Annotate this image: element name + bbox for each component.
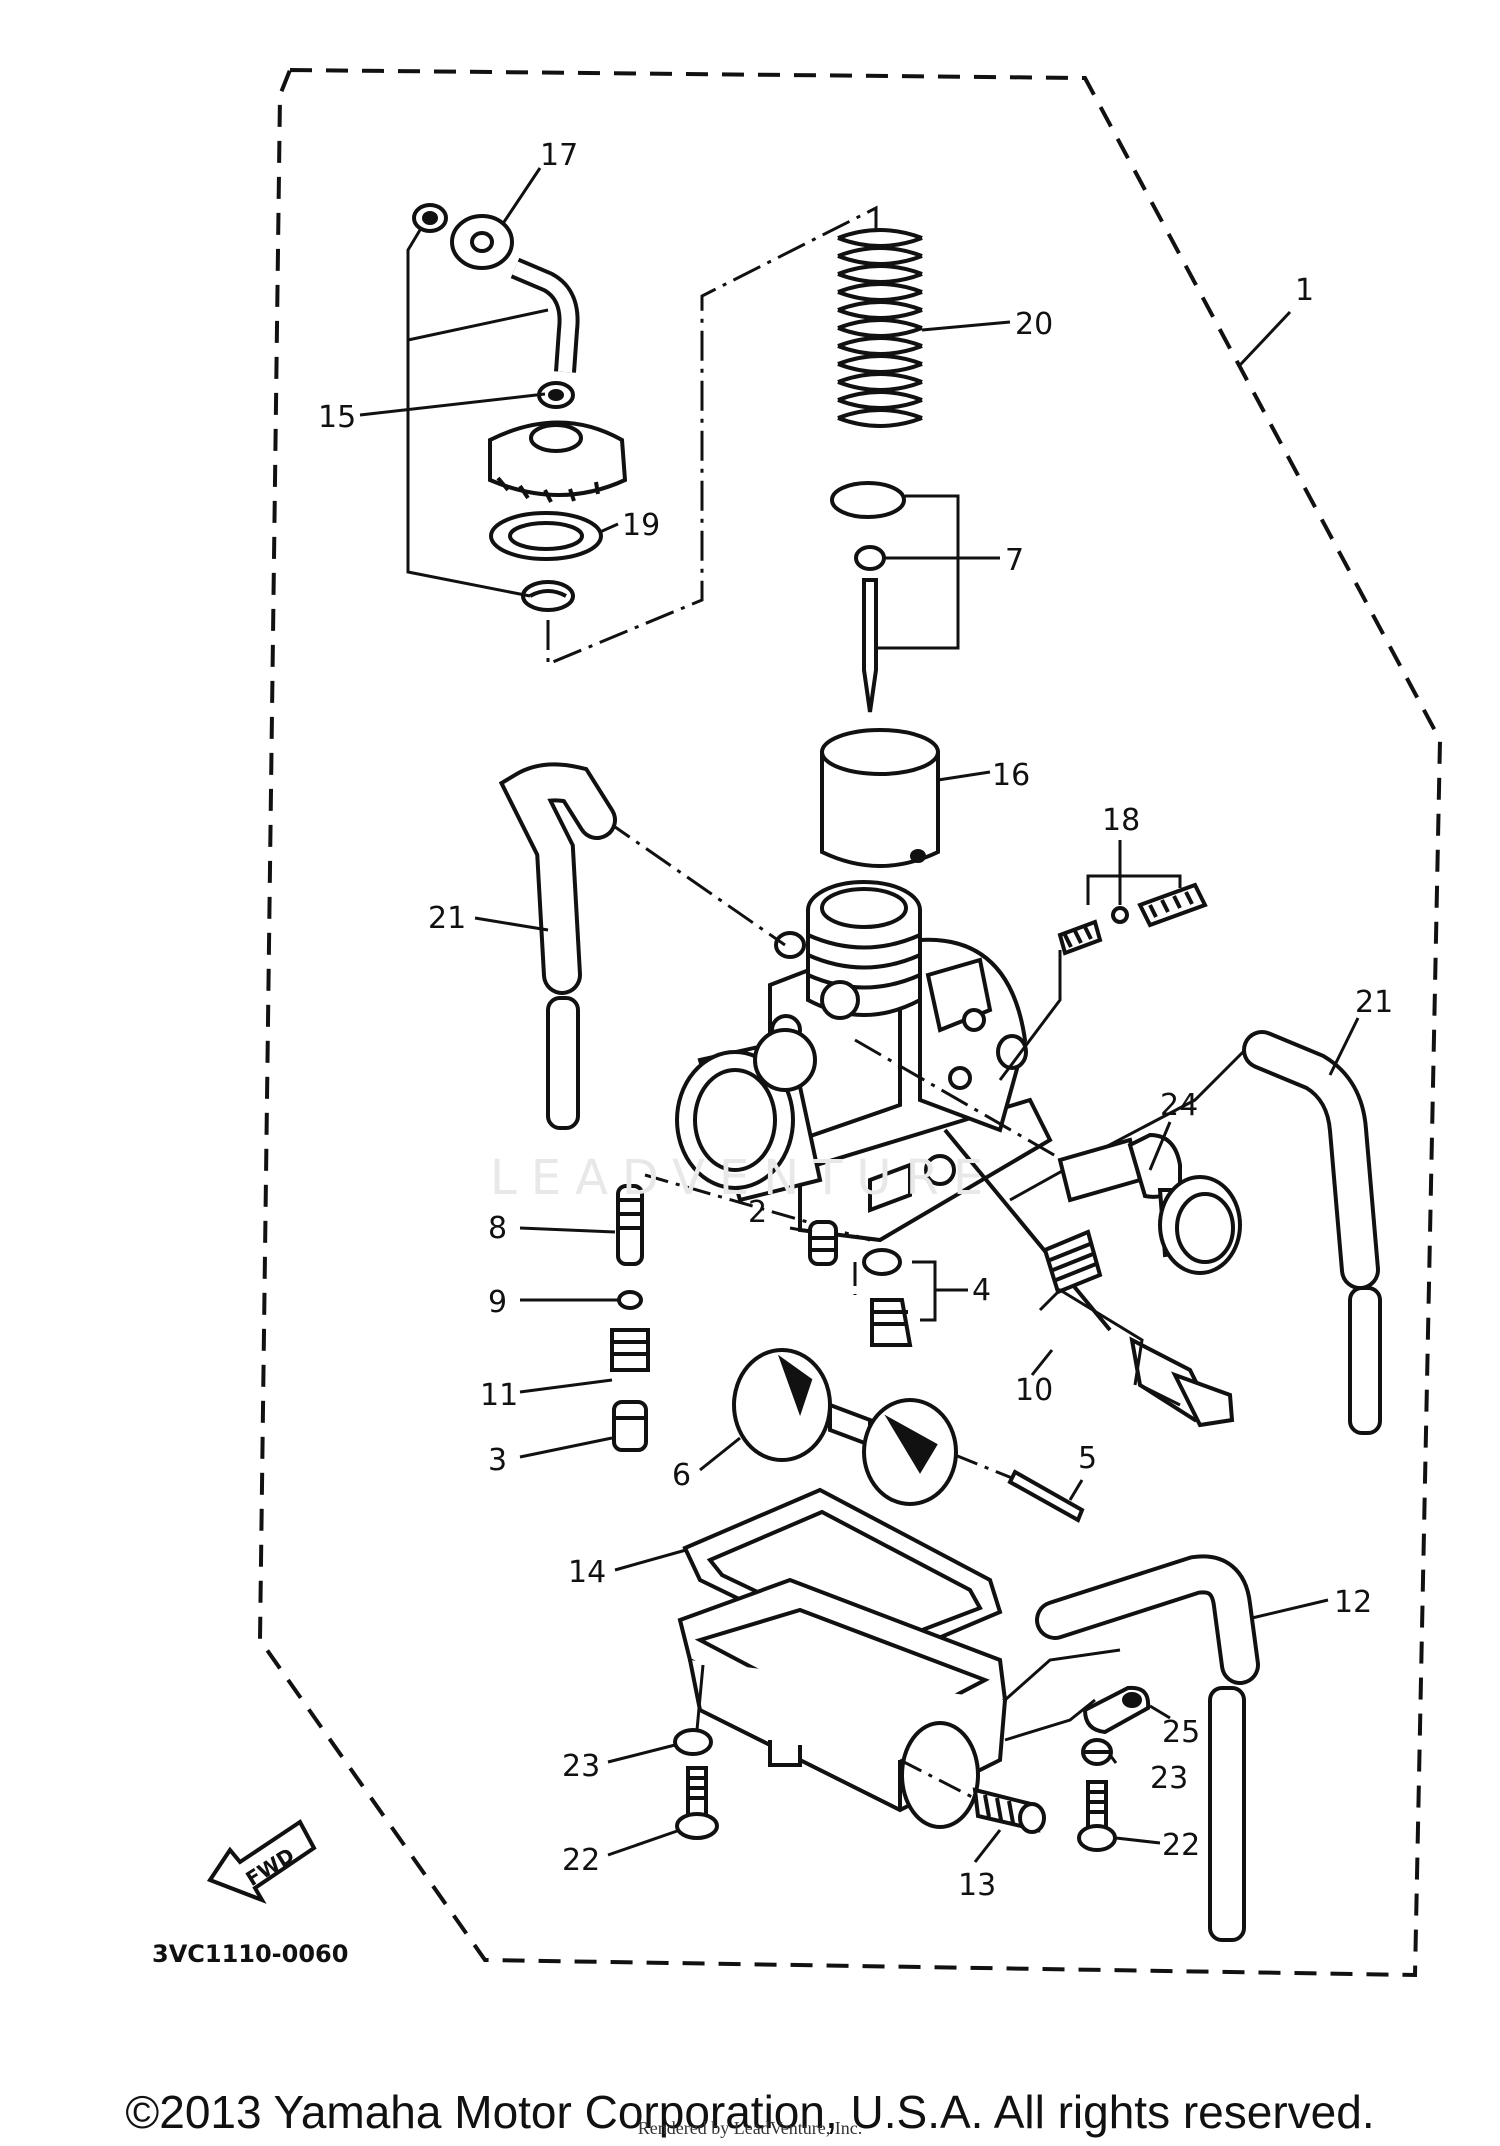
part-2-screw — [808, 1220, 838, 1266]
callout-1: 1 — [1295, 273, 1314, 308]
part-10-needle-jet — [1042, 1229, 1235, 1428]
leader-lines — [359, 167, 1360, 1863]
part-6-float — [732, 1348, 958, 1506]
part-3-pilot-jet — [612, 1400, 648, 1452]
callout-23-right: 23 — [1150, 1761, 1188, 1796]
part-22-screw-right — [1086, 1780, 1108, 1830]
linkage-line-top — [546, 205, 878, 667]
part-13-drain-screw — [972, 1787, 1046, 1834]
part-18-pilot-screw — [1057, 882, 1208, 956]
callout-20: 20 — [1015, 307, 1053, 342]
callout-15: 15 — [318, 400, 356, 435]
callout-8: 8 — [488, 1211, 507, 1246]
part-7-clip — [854, 545, 886, 571]
render-credit: Rendered by LeadVenture, Inc. — [637, 2118, 863, 2138]
callout-11: 11 — [480, 1378, 518, 1413]
callout-labels: 1 2 3 4 5 6 7 8 9 10 11 12 13 14 15 16 1… — [318, 138, 1393, 1903]
callout-17: 17 — [540, 138, 578, 173]
callout-12: 12 — [1334, 1585, 1372, 1620]
callout-16: 16 — [992, 758, 1030, 793]
callout-22-right: 22 — [1162, 1828, 1200, 1863]
callout-10: 10 — [1015, 1373, 1053, 1408]
callout-22-left: 22 — [562, 1843, 600, 1878]
part-23-washer-left — [673, 1728, 713, 1756]
callout-24: 24 — [1160, 1088, 1198, 1123]
assembly-boundary — [257, 67, 1443, 1978]
fwd-arrow-icon — [206, 1819, 317, 1904]
part-24-starter-plunger — [1057, 1132, 1242, 1275]
callout-13: 13 — [958, 1868, 996, 1903]
callout-21-right: 21 — [1355, 985, 1393, 1020]
part-22-screw-left — [686, 1766, 708, 1818]
needle-retainer — [830, 481, 906, 519]
part-9-o-ring — [617, 1290, 643, 1310]
drawing-code: 3VC1110-0060 — [152, 1940, 349, 1968]
fuel-tap-group — [412, 203, 628, 612]
callout-23-left: 23 — [562, 1749, 600, 1784]
group-bracket-7 — [876, 494, 960, 650]
watermark: LEADVENTURE — [490, 1150, 998, 1206]
callout-21-left: 21 — [428, 901, 466, 936]
slide-spring-part-20 — [837, 228, 923, 428]
callout-18: 18 — [1102, 803, 1140, 838]
callout-5: 5 — [1078, 1441, 1097, 1476]
callout-14: 14 — [568, 1555, 606, 1590]
callout-19: 19 — [622, 508, 660, 543]
part-8-main-nozzle — [616, 1184, 644, 1266]
group-bracket-18 — [1086, 874, 1182, 905]
part-11-main-jet — [610, 1328, 650, 1372]
callout-2: 2 — [748, 1195, 767, 1230]
copyright-notice: ©2013 Yamaha Motor Corporation, U.S.A. A… — [125, 2086, 1375, 2138]
callout-25: 25 — [1162, 1715, 1200, 1750]
carburetor-body — [675, 880, 1053, 1243]
callout-9: 9 — [488, 1285, 507, 1320]
callout-6: 6 — [672, 1458, 691, 1493]
callout-4: 4 — [972, 1273, 991, 1308]
part-14-gasket — [682, 1487, 1003, 1668]
callout-3: 3 — [488, 1443, 507, 1478]
jet-needle — [862, 578, 878, 713]
callout-7: 7 — [1005, 543, 1024, 578]
part-4-needle-valve — [862, 1248, 913, 1347]
